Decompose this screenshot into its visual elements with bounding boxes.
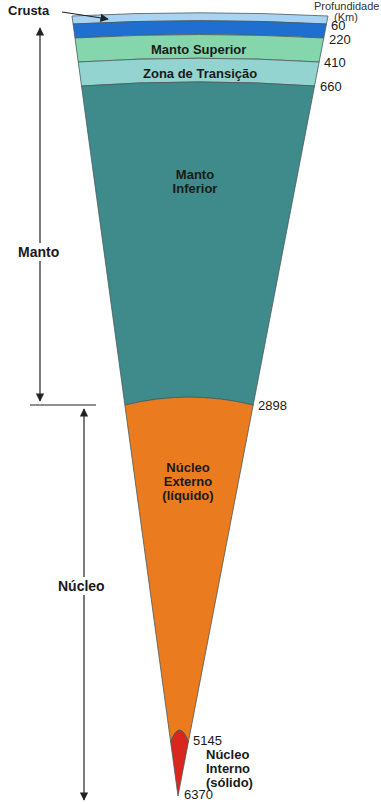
layer-label-box: Manto Superior [151, 43, 246, 57]
depth-value: 5145 [193, 734, 222, 747]
layer-name: Núcleo Interno (sólido) [206, 748, 272, 790]
depth-value: 2898 [258, 399, 287, 412]
axis-title: Profundidade (Km) [314, 1, 378, 23]
part-name: Crusta [8, 4, 49, 17]
layer-name: Zona de Transição [143, 67, 257, 81]
earth-layer [125, 397, 253, 742]
layer-label-box: Zona de Transição [143, 67, 257, 81]
depth-value: 60 [331, 19, 345, 32]
layer-name: Manto Inferior [159, 168, 231, 196]
crust-leader [62, 12, 108, 19]
depth-value: 410 [324, 56, 346, 69]
layer-label-box: Núcleo Externo (líquido) [152, 461, 224, 503]
depth-value: 660 [320, 80, 342, 93]
layer-name: Manto Superior [151, 43, 246, 57]
layer-label-box: Núcleo Interno (sólido) [206, 748, 272, 790]
boundary-tick [30, 405, 96, 406]
depth-value: 6370 [184, 788, 213, 801]
earth-layer [82, 82, 315, 405]
core-span-arrow [83, 409, 84, 800]
part-name: Manto [16, 243, 61, 261]
part-name: Núcleo [56, 577, 107, 595]
layer-name: Núcleo Externo (líquido) [152, 461, 224, 503]
earth-layers [72, 13, 328, 796]
layer-label-box: Manto Inferior [159, 168, 231, 196]
depth-value: 220 [329, 33, 351, 46]
mantle-span-arrow [39, 28, 40, 401]
earth-layer [171, 730, 189, 796]
